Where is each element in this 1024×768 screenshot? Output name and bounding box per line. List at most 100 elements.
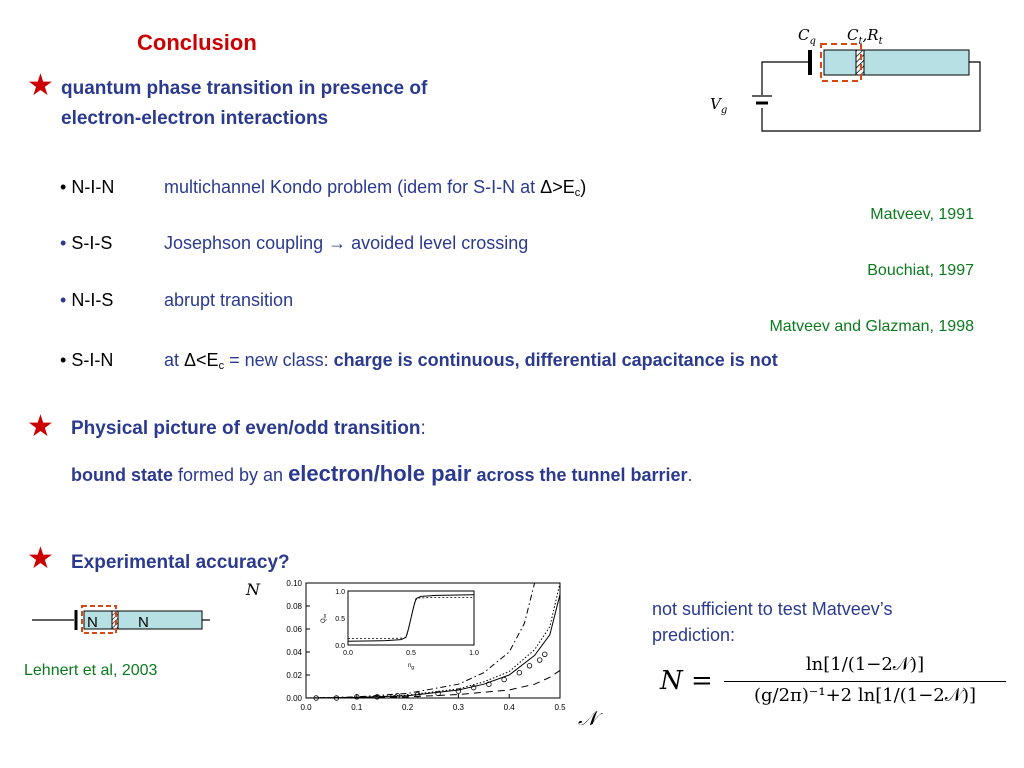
x-tick-label: 0.3 — [453, 703, 465, 712]
plot-frame — [305, 582, 561, 699]
inset-x-tick-label: 0.0 — [343, 650, 353, 657]
data-point — [526, 663, 533, 669]
n-label-right: N — [138, 614, 149, 631]
row-sis-desc: Josephson coupling → avoided level cross… — [164, 233, 529, 253]
y-tick-label: 0.04 — [286, 648, 302, 657]
desc-text-mid: = new class: — [224, 350, 334, 370]
y-tick-label: 0.10 — [286, 579, 302, 588]
inset-y-tick-label: 1.0 — [335, 589, 345, 596]
data-point — [333, 695, 340, 701]
inset-y-tick-label: 0.0 — [335, 643, 345, 650]
x-tick-label: 0.5 — [554, 703, 566, 712]
series-line-dashed — [305, 669, 561, 699]
mid-text: formed by an — [173, 465, 289, 485]
data-point — [455, 688, 462, 694]
data-point — [354, 694, 360, 700]
note-line1: not sufficient to test Matveev’s — [652, 599, 893, 619]
row-sin: • S-I-N — [60, 350, 113, 371]
desc-text: at — [164, 350, 185, 370]
x-tick-label: 0.0 — [300, 703, 312, 712]
cq-label: Cq — [798, 26, 816, 47]
note-line2: prediction: — [652, 625, 736, 645]
y-tick-label: 0.00 — [286, 694, 302, 703]
bullet: • — [60, 177, 67, 197]
ct-rt-label: Ct,Rt — [847, 26, 884, 47]
y-tick-label: 0.02 — [286, 671, 302, 680]
x-tick-label: 0.1 — [351, 703, 363, 712]
data-point — [470, 684, 477, 691]
x-tick-label: 0.4 — [504, 703, 516, 712]
data-point — [415, 691, 421, 698]
data-point — [374, 694, 380, 700]
equation-lhs: N = — [660, 666, 713, 696]
electron-hole-text: electron/hole pair — [288, 461, 472, 486]
desc-text-end: ) — [580, 177, 587, 197]
series-line-dotted — [305, 582, 561, 699]
star-icon: ★ — [27, 542, 54, 575]
subscript: c — [574, 187, 581, 199]
row-sin-desc: at Δ<Ec = new class: charge is continuou… — [164, 350, 778, 372]
equation-numerator: ln[1/(1−2𝒩)] — [805, 654, 925, 675]
row-nin-desc: multichannel Kondo problem (idem for S-I… — [164, 177, 586, 199]
note-text: not sufficient to test Matveev’s predict… — [652, 596, 892, 648]
data-point — [313, 695, 319, 701]
bullet: • — [60, 233, 67, 253]
delta-text: Δ<E — [184, 350, 219, 370]
section2-heading: Physical picture of even/odd transition: — [71, 418, 426, 440]
equation-denominator: (g/2π)⁻¹+2 ln[1/(1−2𝒩)] — [753, 685, 977, 706]
period: . — [687, 465, 693, 485]
section3-heading: Experimental accuracy? — [71, 552, 290, 573]
ref-matveev-1991: Matveev, 1991 — [870, 206, 974, 223]
desc-bold: charge is continuous, differential capac… — [333, 350, 778, 370]
desc-text: multichannel Kondo problem (idem for S-I… — [164, 177, 541, 197]
ref-matveev-glazman-1998: Matveev and Glazman, 1998 — [769, 318, 974, 335]
vg-label: Vg — [710, 95, 727, 116]
bound-state-text: bound state — [71, 465, 173, 485]
data-point — [486, 681, 492, 687]
data-point — [394, 692, 401, 699]
across-text: across the tunnel barrier — [471, 465, 688, 485]
inset-x-tick-label: 0.5 — [406, 650, 416, 657]
x-axis-label: 𝒩 — [578, 706, 603, 730]
y-tick-label: 0.08 — [286, 602, 302, 611]
section1-line2: electron-electron interactions — [61, 108, 329, 129]
inset-dashed-curve — [348, 597, 474, 639]
data-point — [542, 651, 548, 657]
ref-bouchiat-1997: Bouchiat, 1997 — [867, 262, 974, 279]
charge-chart: 0.00 0.02 0.04 0.06 0.08 0.10 0.0 0.1 0.2 0.3 0.4 0… — [245, 579, 603, 730]
series-line-dashdot — [305, 582, 536, 699]
inset-y-label: Qtot — [321, 613, 327, 623]
row-sis: • S-I-S — [60, 233, 112, 254]
row-label: N-I-N — [71, 177, 115, 197]
star-icon: ★ — [27, 410, 54, 443]
row-nis: • N-I-S — [60, 290, 113, 311]
circuit-diagram-top: Cq Ct,Rt Vg — [710, 26, 981, 132]
bullet: • — [60, 350, 67, 370]
inset-x-tick-label: 1.0 — [469, 650, 479, 657]
y-tick-label: 0.06 — [286, 625, 302, 634]
section2-body: bound state formed by an electron/hole p… — [71, 461, 693, 487]
subscript: c — [218, 360, 225, 372]
data-point — [435, 690, 441, 697]
row-label: S-I-S — [71, 233, 113, 253]
data-point — [501, 676, 507, 683]
heading-text: Physical picture of even/odd transition — [71, 418, 421, 439]
row-nis-desc: abrupt transition — [164, 290, 294, 310]
colon: : — [420, 418, 426, 439]
x-tick-label: 0.2 — [402, 703, 414, 712]
data-point — [536, 657, 543, 663]
n-label-left: N — [87, 614, 98, 631]
page-title: Conclusion — [137, 30, 257, 55]
circuit-diagram-small: N N — [32, 605, 210, 634]
row-label: N-I-S — [71, 290, 114, 310]
row-label: S-I-N — [71, 350, 114, 370]
lehnert-reference: Lehnert et al, 2003 — [24, 662, 158, 679]
bullet: • — [60, 290, 67, 310]
delta-text: Δ>E — [540, 177, 575, 197]
fraction-bar — [724, 681, 1006, 682]
star-icon: ★ — [27, 69, 54, 102]
data-point — [516, 669, 523, 676]
inset-x-label: ng — [408, 663, 414, 671]
row-nin: • N-I-N — [60, 177, 114, 198]
inset-y-tick-label: 0.5 — [335, 616, 345, 623]
